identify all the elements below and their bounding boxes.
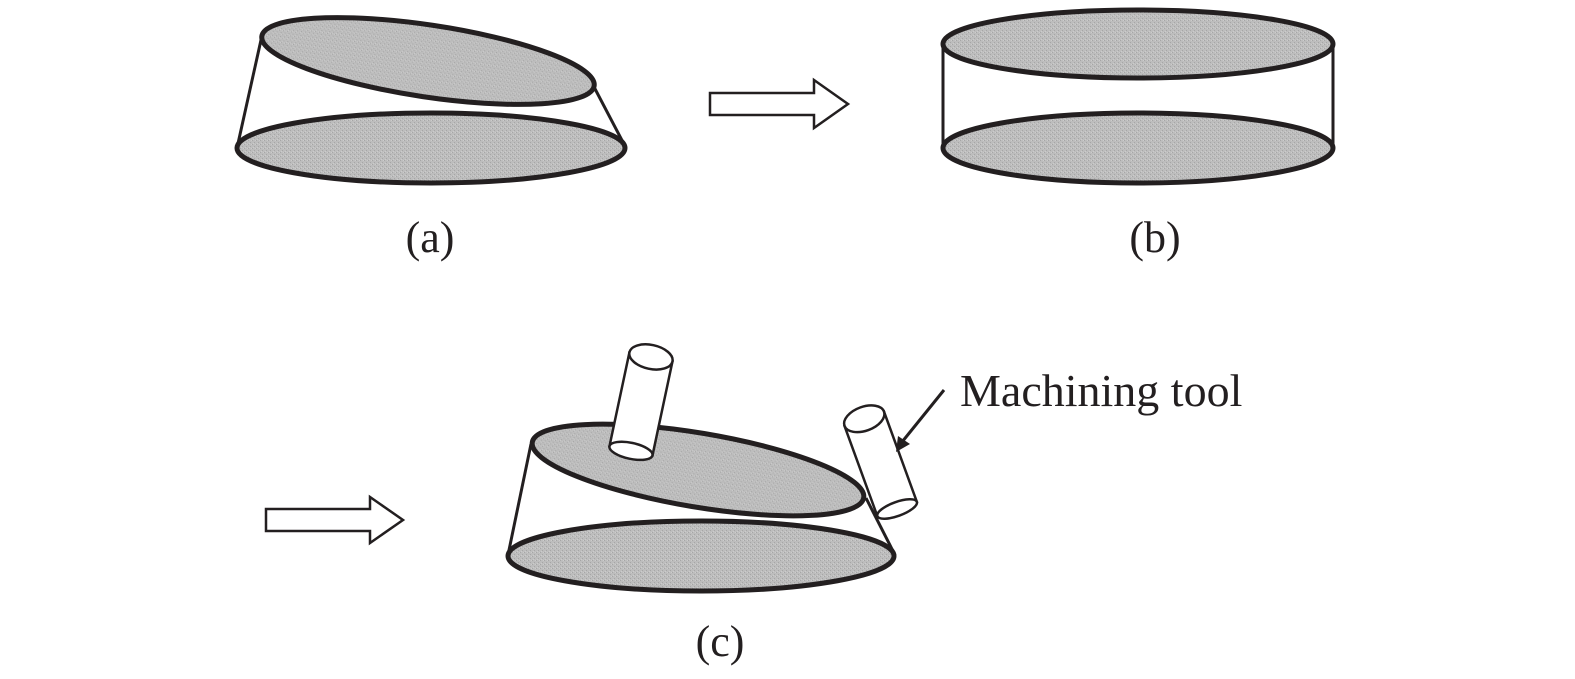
panel-c-top-face <box>529 421 867 519</box>
panel-c <box>505 343 919 594</box>
panel-c-left-edge <box>506 443 533 556</box>
panel-b-top-face <box>940 7 1336 81</box>
panel-a-top-face <box>259 15 597 107</box>
panel-b-caption: (b) <box>1129 213 1180 262</box>
panel-c-caption: (c) <box>696 617 745 666</box>
tool-callout-label: Machining tool <box>960 365 1242 416</box>
panel-a-bottom-face <box>234 110 628 186</box>
panel-b <box>940 7 1336 186</box>
cylinder-tool-icon <box>842 404 919 520</box>
panel-c-bottom-face <box>505 518 897 594</box>
right-arrow-icon <box>264 494 406 546</box>
panel-a <box>234 15 628 186</box>
tool-callout-leader <box>896 389 946 452</box>
panel-a-caption: (a) <box>406 213 455 262</box>
right-arrow-icon <box>708 77 851 131</box>
panel-b-bottom-face <box>940 110 1336 186</box>
panel-a-left-edge <box>235 39 263 149</box>
cylinder-tool-icon <box>607 343 674 462</box>
panel-c-right-edge <box>864 497 897 556</box>
